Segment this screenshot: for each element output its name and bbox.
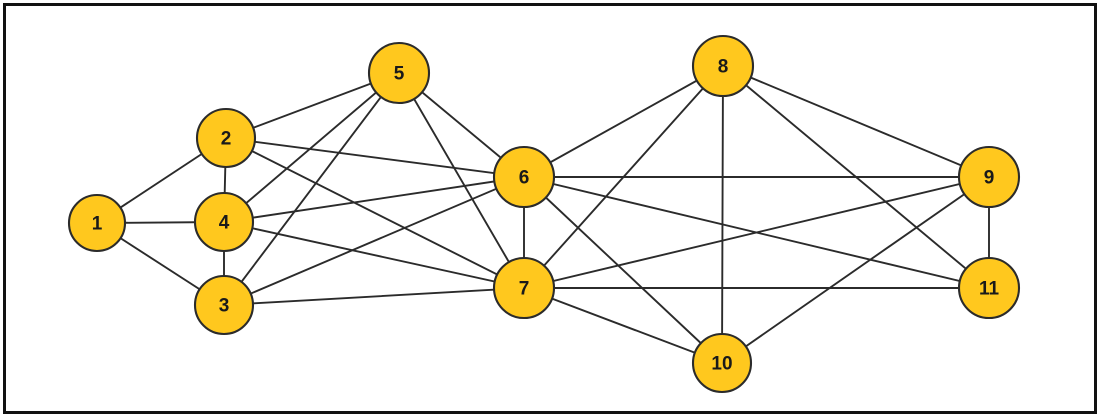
graph-node-circle-2[interactable] [195, 107, 257, 169]
graph-node-circle-8[interactable] [691, 34, 755, 98]
graph-node-11[interactable]: 11 [957, 256, 1021, 320]
graph-node-8[interactable]: 8 [691, 34, 755, 98]
graph-node-circle-6[interactable] [492, 145, 556, 209]
graph-edge-2-7 [225, 137, 525, 289]
graph-node-circle-10[interactable] [691, 332, 753, 394]
figure-border [3, 3, 1097, 414]
graph-edge-4-5 [223, 72, 400, 223]
graph-edge-7-10 [523, 287, 723, 364]
graph-node-circle-9[interactable] [957, 145, 1021, 209]
graph-node-4[interactable]: 4 [193, 191, 255, 253]
graph-edge-7-8 [523, 65, 724, 289]
graph-node-3[interactable]: 3 [193, 274, 255, 336]
graph-node-9[interactable]: 9 [957, 145, 1021, 209]
graph-node-7[interactable]: 7 [492, 256, 556, 320]
graph-edge-7-9 [523, 176, 990, 289]
graph-edge-3-7 [223, 287, 525, 306]
graph-node-circle-3[interactable] [193, 274, 255, 336]
graph-edge-3-5 [223, 72, 400, 306]
graph-edge-6-10 [523, 176, 723, 364]
graph-edge-9-10 [721, 176, 990, 364]
graph-node-10[interactable]: 10 [691, 332, 753, 394]
graph-edge-3-6 [223, 176, 525, 306]
graph-edge-8-11 [722, 65, 990, 289]
graph-node-1[interactable]: 1 [67, 193, 127, 253]
graph-node-circle-5[interactable] [367, 41, 431, 105]
graph-node-circle-1[interactable] [67, 193, 127, 253]
graph-edge-8-10 [721, 65, 724, 364]
graph-node-5[interactable]: 5 [367, 41, 431, 105]
graph-node-circle-4[interactable] [193, 191, 255, 253]
node-layer: 1 2 3 4 56 7 8 9 10 11 [67, 34, 1021, 394]
graph-edge-6-8 [523, 65, 724, 178]
graph-edge-4-6 [223, 176, 525, 223]
graph-edge-4-7 [223, 221, 525, 289]
graph-node-2[interactable]: 2 [195, 107, 257, 169]
graph-node-6[interactable]: 6 [492, 145, 556, 209]
graph-node-circle-7[interactable] [492, 256, 556, 320]
graph-edge-5-7 [398, 72, 525, 289]
graph-edge-8-9 [722, 65, 990, 178]
graph-node-circle-11[interactable] [957, 256, 1021, 320]
graph-edge-2-6 [225, 137, 525, 178]
